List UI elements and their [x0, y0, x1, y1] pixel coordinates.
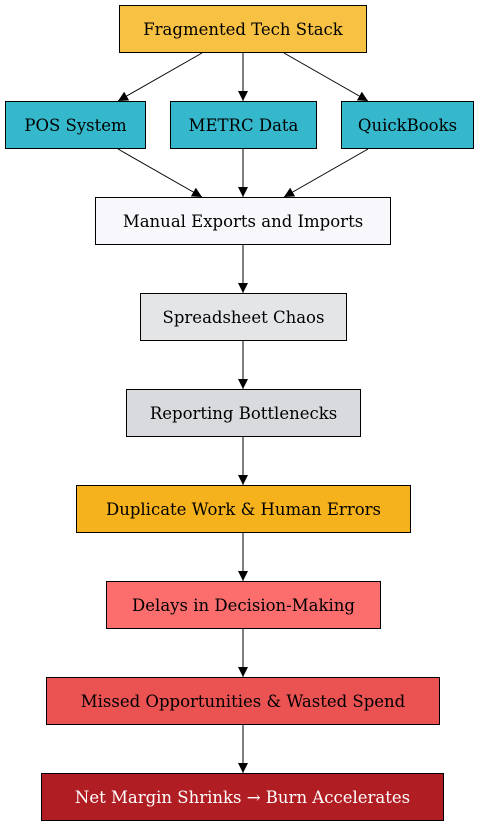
node-label: POS System: [24, 115, 127, 135]
edge-pos-to-manual: [117, 148, 203, 198]
node-label: Fragmented Tech Stack: [143, 19, 343, 39]
node-quickbooks: QuickBooks: [341, 101, 474, 149]
node-delays-decision-making: Delays in Decision-Making: [106, 581, 381, 629]
node-metrc-data: METRC Data: [170, 101, 317, 149]
node-label: Delays in Decision-Making: [132, 595, 355, 615]
node-label: Missed Opportunities & Wasted Spend: [80, 691, 406, 711]
edge-qb-to-manual: [283, 148, 369, 198]
node-manual-exports-imports: Manual Exports and Imports: [95, 197, 391, 245]
node-label: Reporting Bottlenecks: [149, 403, 338, 423]
node-label: METRC Data: [188, 115, 299, 135]
edge-stack-to-qb: [283, 52, 369, 102]
node-fragmented-tech-stack: Fragmented Tech Stack: [119, 5, 367, 53]
node-label: Manual Exports and Imports: [122, 211, 364, 231]
node-label: Spreadsheet Chaos: [162, 307, 325, 327]
node-missed-opportunities: Missed Opportunities & Wasted Spend: [46, 677, 440, 725]
node-label: Duplicate Work & Human Errors: [105, 499, 381, 519]
node-spreadsheet-chaos: Spreadsheet Chaos: [140, 293, 347, 341]
node-pos-system: POS System: [5, 101, 146, 149]
node-reporting-bottlenecks: Reporting Bottlenecks: [126, 389, 361, 437]
edge-stack-to-pos: [117, 52, 203, 102]
node-duplicate-work-errors: Duplicate Work & Human Errors: [76, 485, 411, 533]
node-label: QuickBooks: [357, 115, 458, 135]
node-label: Net Margin Shrinks → Burn Accelerates: [74, 787, 411, 807]
node-net-margin-shrinks: Net Margin Shrinks → Burn Accelerates: [41, 773, 444, 821]
